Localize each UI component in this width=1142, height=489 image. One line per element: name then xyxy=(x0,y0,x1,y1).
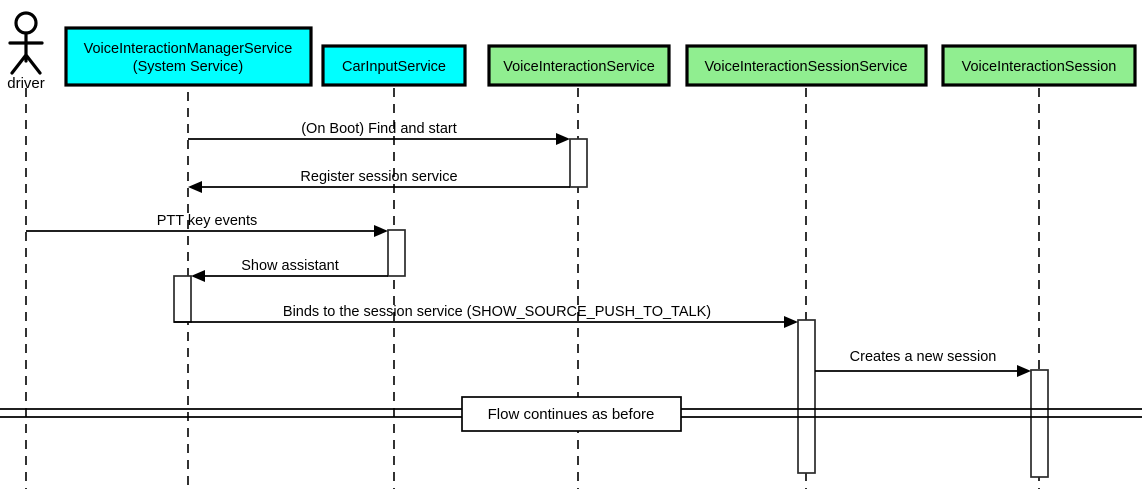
participant-label-vis: VoiceInteractionService xyxy=(503,59,655,75)
participant-box-vsession[interactable] xyxy=(941,44,1137,87)
divider-box xyxy=(461,396,682,432)
actor-leg-right-icon xyxy=(24,53,42,75)
message-creates-a-new-session: Creates a new session xyxy=(815,349,1031,377)
message-label-binds: Binds to the session service (SHOW_SOURC… xyxy=(283,304,711,320)
participant-box-carinput[interactable] xyxy=(321,44,467,87)
actor-head-icon xyxy=(14,11,38,35)
participant-box-viss[interactable] xyxy=(685,44,928,87)
message-arrowhead-binds xyxy=(784,316,798,328)
participant-label-carinput: CarInputService xyxy=(342,59,446,75)
participant-box-vis[interactable] xyxy=(487,44,671,87)
participant-label-vims-line1: VoiceInteractionManagerService xyxy=(84,41,293,57)
message-ptt-key-events: PTT key events xyxy=(26,213,388,237)
message-arrowhead-show-assistant xyxy=(191,270,205,282)
participant-vims[interactable]: VoiceInteractionManagerService (System S… xyxy=(64,26,313,87)
participant-box-vims[interactable] xyxy=(64,26,313,87)
flow-divider: Flow continues as before xyxy=(0,396,1142,432)
participant-viss[interactable]: VoiceInteractionSessionService xyxy=(685,44,928,87)
driver-actor-label: driver xyxy=(7,75,45,92)
message-arrowhead-register-session xyxy=(188,181,202,193)
participant-label-viss: VoiceInteractionSessionService xyxy=(704,59,907,75)
message-label-on-boot: (On Boot) Find and start xyxy=(301,121,457,137)
participant-carinput[interactable]: CarInputService xyxy=(321,44,467,87)
message-register-session-service: Register session service xyxy=(188,169,570,193)
message-arrowhead-ptt xyxy=(374,225,388,237)
driver-actor: driver xyxy=(7,11,45,92)
message-show-assistant: Show assistant xyxy=(191,258,388,282)
activation-carinput xyxy=(387,229,406,277)
activation-bars-group xyxy=(173,138,1049,478)
actor-leg-left-icon xyxy=(10,53,28,75)
message-label-register-session: Register session service xyxy=(300,169,457,185)
activation-vis-boot xyxy=(569,138,588,188)
message-label-show-assistant: Show assistant xyxy=(241,258,339,274)
message-on-boot-find-and-start: (On Boot) Find and start xyxy=(188,121,570,145)
participant-vsession[interactable]: VoiceInteractionSession xyxy=(941,44,1137,87)
message-label-creates-session: Creates a new session xyxy=(850,349,997,365)
message-arrowhead-creates-session xyxy=(1017,365,1031,377)
message-label-ptt: PTT key events xyxy=(157,213,257,229)
participant-label-vsession: VoiceInteractionSession xyxy=(962,59,1117,75)
divider-label: Flow continues as before xyxy=(488,406,655,423)
participant-vis[interactable]: VoiceInteractionService xyxy=(487,44,671,87)
activation-viss xyxy=(797,319,816,474)
activation-vims xyxy=(173,275,192,323)
activation-vsession xyxy=(1030,369,1049,478)
message-binds-to-session-service: Binds to the session service (SHOW_SOURC… xyxy=(174,304,798,328)
participant-label-vims-line2: (System Service) xyxy=(133,59,243,75)
message-arrowhead-on-boot xyxy=(556,133,570,145)
